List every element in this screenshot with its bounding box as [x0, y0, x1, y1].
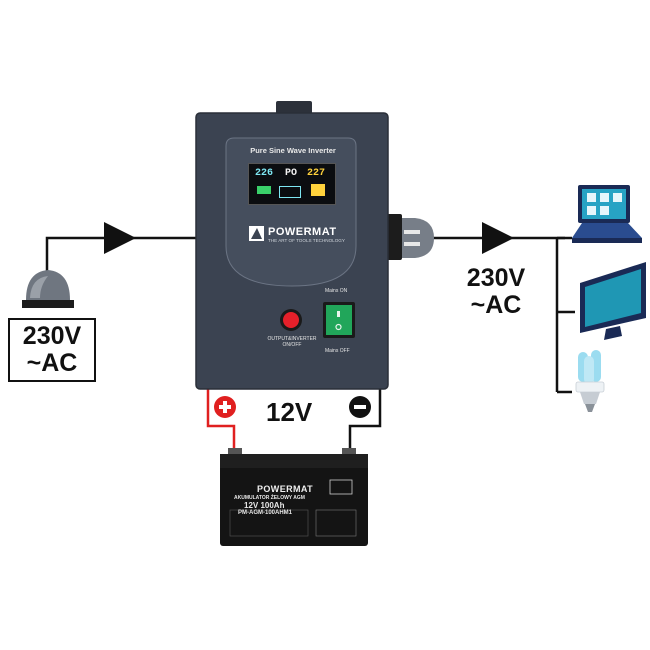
input-wire: [45, 236, 200, 286]
mains-off-label: Mains OFF: [325, 348, 350, 354]
display-mode-value: PO: [285, 168, 298, 179]
input-voltage-type: ~AC: [26, 349, 78, 377]
output-arrow: [482, 222, 514, 254]
battery-brand: POWERMAT: [257, 484, 314, 494]
input-voltage-value: 230V: [22, 322, 82, 350]
battery-rating: 12V 100Ah: [244, 501, 285, 510]
power-button-label-line2: ON/OFF: [282, 342, 302, 348]
mains-switch[interactable]: [323, 302, 355, 338]
inverter-display: 226 PO 227: [248, 163, 336, 205]
battery-unit: [220, 448, 368, 546]
monitor-icon: [580, 262, 646, 340]
inverter-title: Pure Sine Wave Inverter: [250, 146, 336, 155]
negative-terminal-icon: [349, 396, 371, 418]
positive-cable: [206, 388, 236, 452]
display-output-value: 227: [307, 168, 326, 179]
positive-terminal-icon: [214, 396, 236, 418]
input-voltage-label: 230V ~AC: [8, 318, 96, 382]
battery-voltage-label: 12V: [266, 397, 313, 427]
mains-on-label: Mains ON: [325, 288, 348, 294]
input-arrow: [104, 222, 136, 254]
display-input-value: 226: [255, 168, 274, 179]
output-voltage-value: 230V: [466, 264, 526, 292]
output-voltage-type: ~AC: [470, 291, 522, 319]
display-load-icon: [311, 184, 325, 196]
inverter-tagline: THE ART OF TOOLS TECHNOLOGY: [268, 238, 345, 243]
display-battery-icon: [257, 186, 271, 194]
display-inverter-icon: [279, 186, 301, 198]
bulb-icon: [575, 350, 605, 412]
output-plug-icon: [384, 214, 434, 260]
inverter-brand: POWERMAT: [268, 226, 337, 238]
negative-cable: [348, 388, 382, 452]
input-plug-icon: [22, 270, 74, 308]
battery-type: AKUMULATOR ŻELOWY AGM: [234, 495, 305, 501]
laptop-icon: [572, 185, 642, 243]
power-button-label: OUTPUT&INVERTER ON/OFF: [262, 336, 322, 348]
battery-model: PM-AGM-100AHM1: [238, 510, 293, 516]
power-button[interactable]: [280, 309, 302, 331]
power-button-label-line1: OUTPUT&INVERTER: [267, 336, 317, 342]
output-voltage-label: 230V ~AC: [454, 265, 538, 319]
